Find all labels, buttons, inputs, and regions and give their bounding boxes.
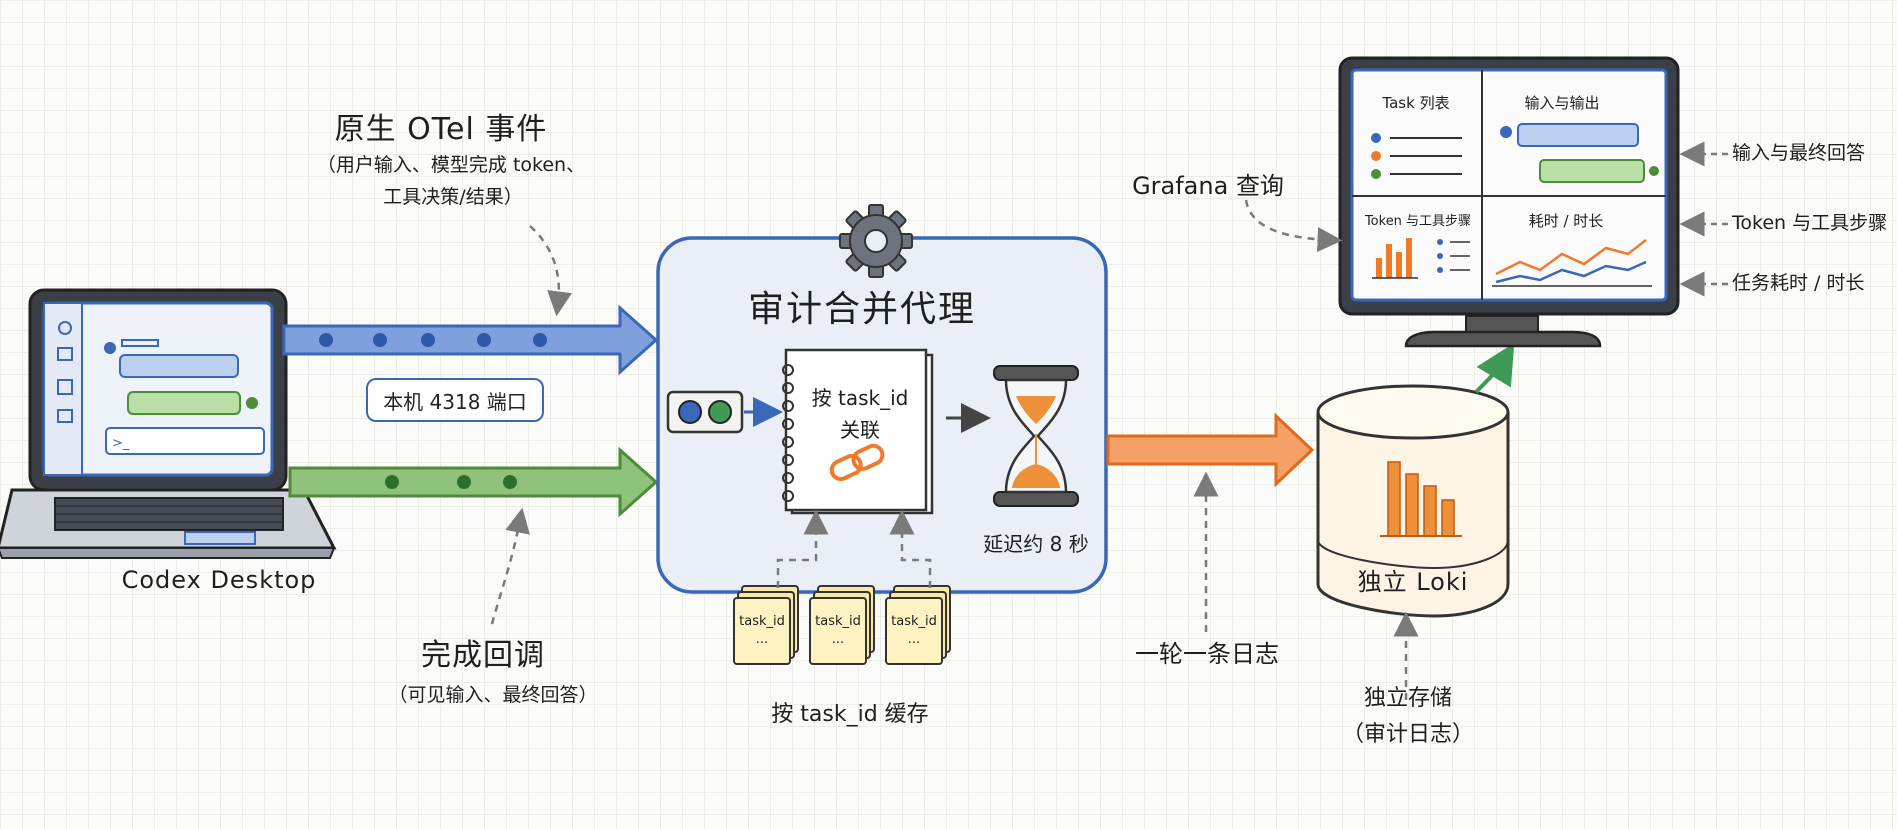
proxy-title: 审计合并代理: [747, 289, 977, 330]
panel-io: 输入与输出: [1524, 94, 1600, 112]
otel-title: 原生 OTel 事件: [334, 112, 548, 147]
correlate-line2: 关联: [840, 418, 880, 442]
log-flow-label: 一轮一条日志: [1135, 640, 1279, 668]
cache-card-more: ···: [755, 636, 769, 651]
cache-label: 按 task_id 缓存: [771, 702, 929, 727]
hourglass-icon: [993, 365, 1079, 507]
annotation-duration: 任务耗时 / 时长: [1732, 272, 1865, 294]
grafana-query-label: Grafana 查询: [1132, 172, 1284, 200]
laptop-icon: [0, 288, 337, 559]
link-icon: [829, 443, 885, 482]
otel-event-band: [282, 304, 659, 376]
loki-label: 独立 Loki: [1357, 568, 1469, 596]
cache-cards: [733, 585, 951, 665]
cache-card-more: ···: [907, 636, 921, 651]
terminal-prompt: >_: [112, 436, 130, 451]
loki-database-icon: [1316, 384, 1510, 618]
delay-label: 延迟约 8 秒: [983, 532, 1089, 556]
callback-title: 完成回调: [421, 638, 545, 673]
log-flow-band: [1106, 412, 1315, 488]
panel-duration: 耗时 / 时长: [1528, 212, 1604, 230]
cache-card-label: task_id: [815, 614, 861, 629]
cache-card-label: task_id: [891, 614, 937, 629]
panel-token-steps: Token 与工具步骤: [1364, 214, 1472, 229]
panel-task-list: Task 列表: [1382, 94, 1450, 112]
source-label: Codex Desktop: [121, 566, 317, 594]
cache-card-label: task_id: [739, 614, 785, 629]
correlate-line1: 按 task_id: [811, 386, 909, 410]
gear-icon: [839, 204, 913, 278]
cache-card-more: ···: [831, 636, 845, 651]
otel-detail-line2: 工具决策/结果）: [383, 186, 523, 208]
port-label: 本机 4318 端口: [366, 378, 544, 422]
callback-band: [288, 446, 659, 518]
notebook-icon: [782, 348, 934, 515]
otel-detail-line1: （用户输入、模型完成 token、: [316, 154, 586, 176]
merge-port-icon: [666, 390, 744, 434]
grafana-monitor-icon: [1338, 56, 1680, 348]
storage-caption-line1: 独立存储: [1363, 686, 1453, 711]
storage-caption-line2: （审计日志）: [1341, 722, 1475, 747]
annotation-token-steps: Token 与工具步骤: [1732, 212, 1888, 234]
callback-detail: （可见输入、最终回答）: [388, 684, 598, 706]
annotation-io: 输入与最终回答: [1732, 142, 1866, 164]
